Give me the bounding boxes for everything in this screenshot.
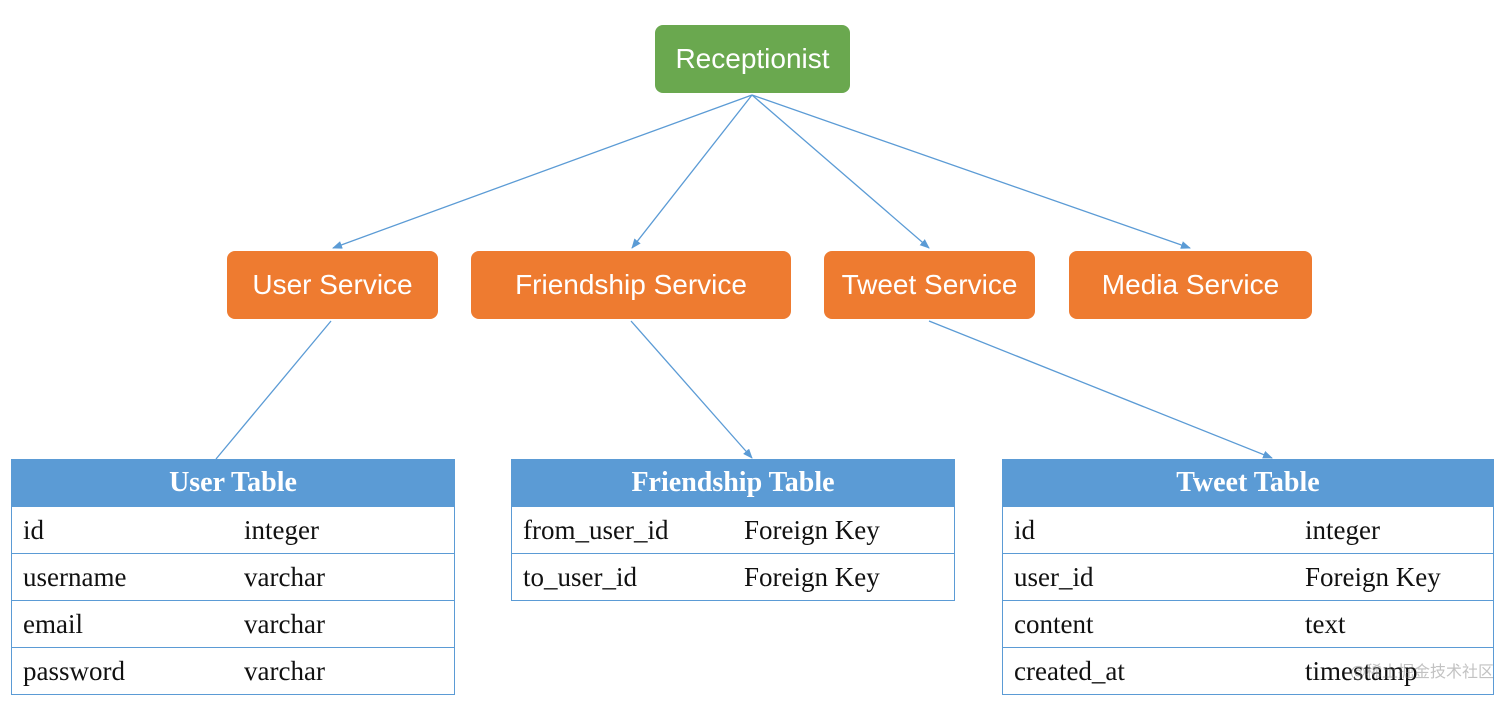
media-service-label: Media Service — [1101, 269, 1280, 300]
friendship-table: Friendship Table from_user_id Foreign Ke… — [511, 459, 955, 601]
table-row: to_user_id Foreign Key — [512, 553, 954, 600]
field-name: user_id — [1014, 562, 1094, 592]
tweet-service-label: Tweet Service — [841, 269, 1018, 300]
tweet-table: Tweet Table id integer user_id Foreign K… — [1002, 459, 1494, 695]
table-row: username varchar — [12, 553, 454, 600]
tweet-table-title: Tweet Table — [1003, 460, 1493, 506]
table-row: user_id Foreign Key — [1003, 553, 1493, 600]
field-name: email — [23, 609, 83, 639]
line-user-service-to-user-table — [215, 320, 332, 460]
arrow-friendship-service-to-friendship-table — [630, 320, 753, 459]
arrow-receptionist-to-media-service — [751, 94, 1191, 249]
field-type: timestamp — [1305, 656, 1418, 686]
field-name: content — [1014, 609, 1094, 639]
table-row: password varchar — [12, 647, 454, 694]
field-type: varchar — [244, 656, 325, 686]
user-service-label: User Service — [252, 269, 413, 300]
user-table-title: User Table — [12, 460, 454, 506]
field-name: password — [23, 656, 125, 686]
field-name: id — [1014, 515, 1036, 545]
field-type: Foreign Key — [744, 562, 880, 592]
user-service-node: User Service — [227, 251, 438, 319]
friendship-service-label: Friendship Service — [515, 269, 747, 300]
table-row: created_at timestamp — [1003, 647, 1493, 694]
field-type: integer — [1305, 515, 1380, 545]
field-name: from_user_id — [523, 515, 669, 545]
receptionist-node: Receptionist — [655, 25, 850, 93]
arrow-receptionist-to-user-service — [332, 94, 753, 249]
arrow-tweet-service-to-tweet-table — [928, 320, 1273, 459]
arrow-receptionist-to-friendship-service — [631, 94, 753, 249]
friendship-service-node: Friendship Service — [471, 251, 791, 319]
user-table: User Table id integer username varchar e… — [11, 459, 455, 695]
table-row: id integer — [12, 506, 454, 553]
arrow-receptionist-to-tweet-service — [751, 94, 930, 249]
watermark: @稀土掘金技术社区 — [1349, 662, 1494, 681]
field-type: integer — [244, 515, 319, 545]
table-row: id integer — [1003, 506, 1493, 553]
field-name: to_user_id — [523, 562, 637, 592]
field-name: username — [23, 562, 127, 592]
field-type: varchar — [244, 562, 325, 592]
receptionist-label: Receptionist — [675, 43, 830, 74]
table-row: content text — [1003, 600, 1493, 647]
field-name: created_at — [1014, 656, 1125, 686]
tweet-service-node: Tweet Service — [824, 251, 1035, 319]
field-type: text — [1305, 609, 1346, 639]
media-service-node: Media Service — [1069, 251, 1312, 319]
field-type: Foreign Key — [744, 515, 880, 545]
table-row: email varchar — [12, 600, 454, 647]
field-type: Foreign Key — [1305, 562, 1441, 592]
table-row: from_user_id Foreign Key — [512, 506, 954, 553]
field-name: id — [23, 515, 45, 545]
field-type: varchar — [244, 609, 325, 639]
friendship-table-title: Friendship Table — [512, 460, 954, 506]
